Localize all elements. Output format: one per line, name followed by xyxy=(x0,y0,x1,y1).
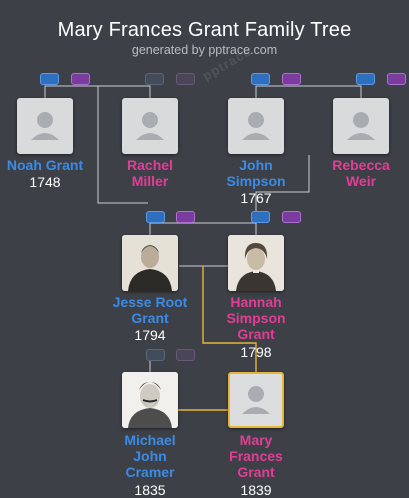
person-name-jesse[interactable]: Jesse Root Grant xyxy=(112,294,188,326)
mother-button-hannah[interactable] xyxy=(282,211,301,223)
portrait-icon xyxy=(122,235,178,291)
silhouette-icon xyxy=(31,112,59,140)
connector-jesse-parents xyxy=(97,86,148,204)
silhouette-icon xyxy=(242,386,270,414)
portrait-icon xyxy=(122,372,178,428)
father-button-rachel[interactable] xyxy=(145,73,164,85)
person-photo-jesse[interactable] xyxy=(122,235,178,291)
person-year-john: 1767 xyxy=(240,190,272,206)
page-subtitle: generated by pptrace.com xyxy=(131,43,278,57)
father-button-noah[interactable] xyxy=(40,73,59,85)
page-title: Mary Frances Grant Family Tree xyxy=(57,19,352,41)
father-button-jesse[interactable] xyxy=(146,211,165,223)
person-name-hannah[interactable]: Hannah Simpson Grant xyxy=(226,294,286,342)
silhouette-icon xyxy=(347,112,375,140)
connector-john-rebecca-up xyxy=(255,85,362,98)
connector-hannah-parents xyxy=(255,155,310,217)
person-year-mary: 1839 xyxy=(240,482,272,498)
person-year-michael: 1835 xyxy=(134,482,166,498)
mother-button-rebecca[interactable] xyxy=(387,73,406,85)
person-name-noah[interactable]: Noah Grant xyxy=(6,157,84,173)
person-photo-michael[interactable] xyxy=(122,372,178,428)
father-button-rebecca[interactable] xyxy=(356,73,375,85)
person-photo-mary[interactable] xyxy=(228,372,284,428)
mother-button-rachel[interactable] xyxy=(176,73,195,85)
person-photo-noah[interactable] xyxy=(17,98,73,154)
mother-button-michael[interactable] xyxy=(176,349,195,361)
mother-button-jesse[interactable] xyxy=(176,211,195,223)
portrait-icon xyxy=(228,235,284,291)
mother-button-noah[interactable] xyxy=(71,73,90,85)
person-photo-rachel[interactable] xyxy=(122,98,178,154)
person-photo-rebecca[interactable] xyxy=(333,98,389,154)
mother-button-john[interactable] xyxy=(282,73,301,85)
person-name-michael[interactable]: Michael John Cramer xyxy=(124,432,176,480)
person-name-rebecca[interactable]: Rebecca Weir xyxy=(332,157,390,189)
father-button-hannah[interactable] xyxy=(251,211,270,223)
father-button-michael[interactable] xyxy=(146,349,165,361)
person-name-mary[interactable]: Mary Frances Grant xyxy=(229,432,283,480)
person-photo-john[interactable] xyxy=(228,98,284,154)
silhouette-icon xyxy=(242,112,270,140)
highlight-mary-to-hannah xyxy=(202,266,257,372)
person-year-noah: 1748 xyxy=(29,174,61,190)
father-button-john[interactable] xyxy=(251,73,270,85)
connector-jesse-hannah-up xyxy=(149,222,257,235)
silhouette-icon xyxy=(136,112,164,140)
person-year-hannah: 1798 xyxy=(240,344,272,360)
person-name-john[interactable]: John Simpson xyxy=(226,157,286,189)
person-name-rachel[interactable]: Rachel Miller xyxy=(127,157,173,189)
person-year-jesse: 1794 xyxy=(134,327,166,343)
person-photo-hannah[interactable] xyxy=(228,235,284,291)
